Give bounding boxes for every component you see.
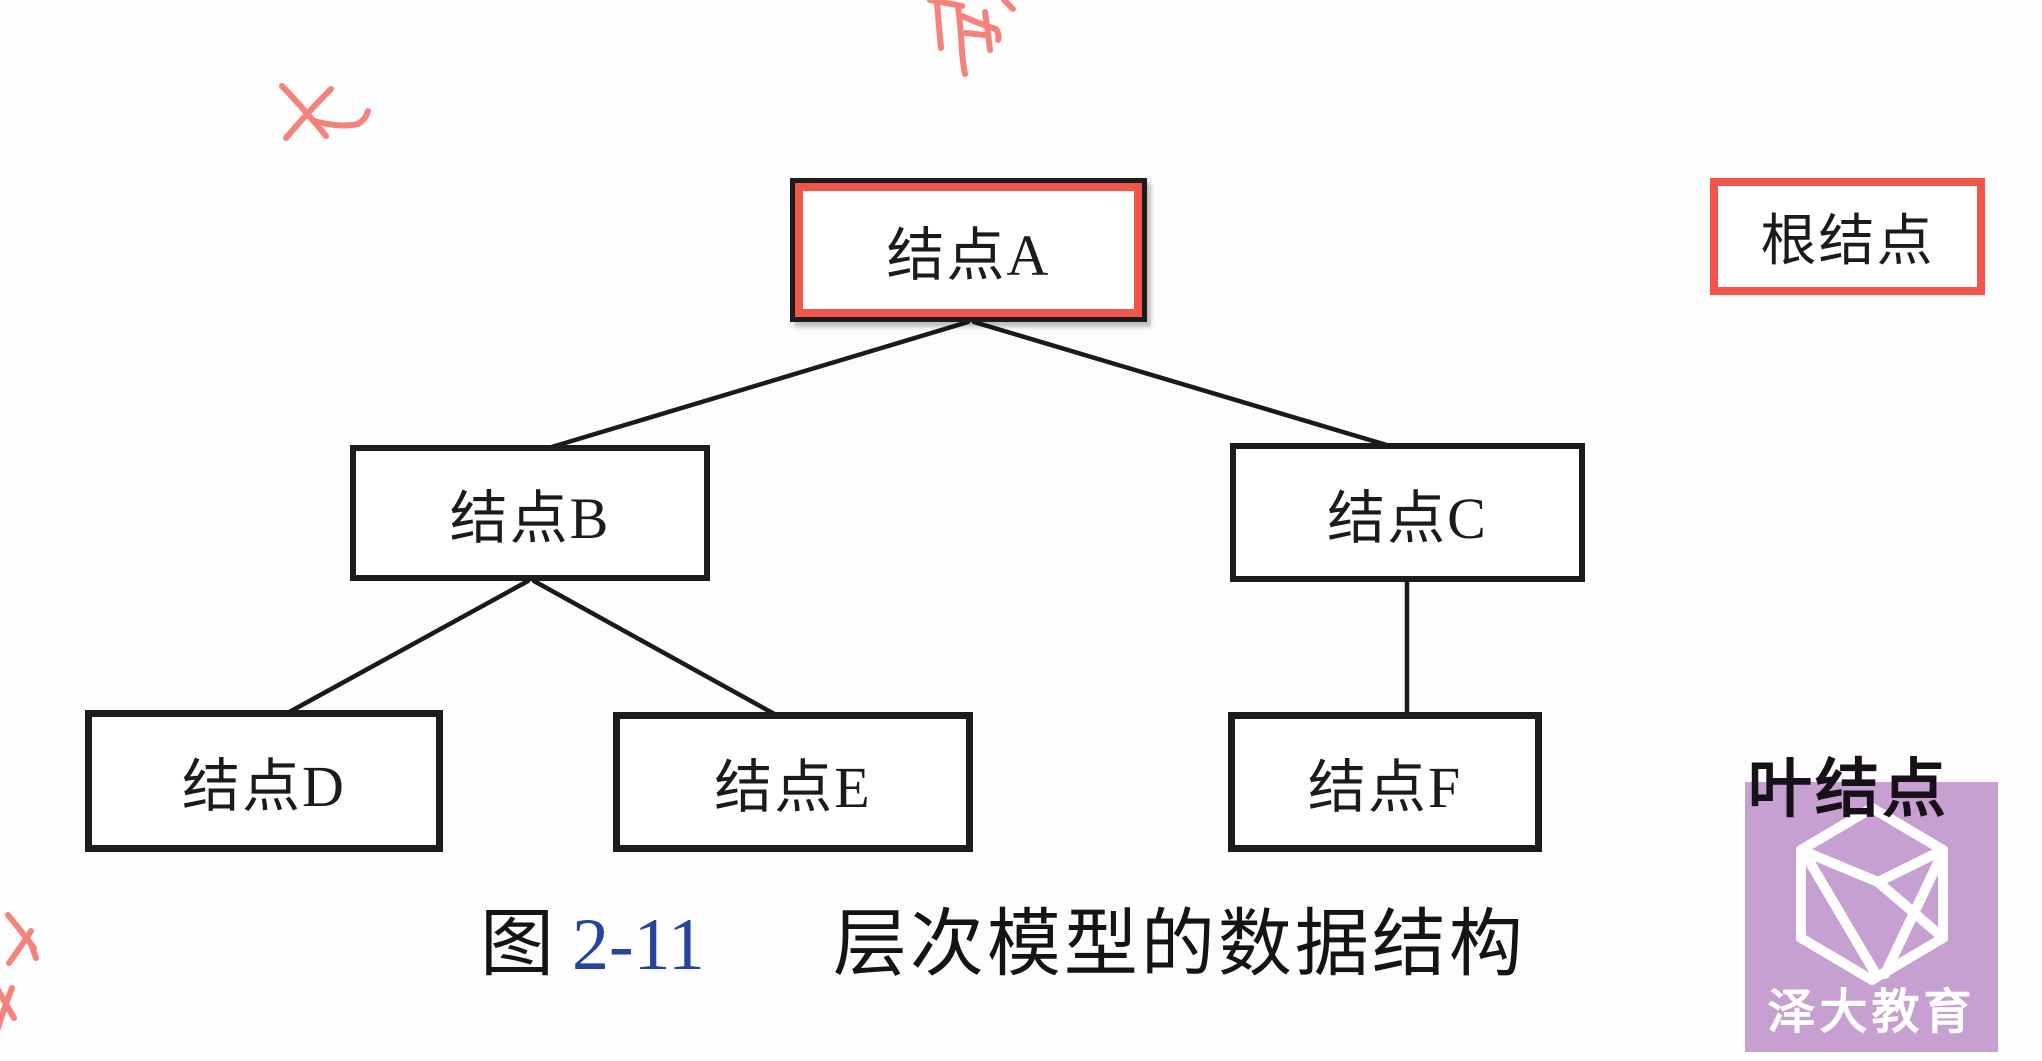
node-e-label: 结点E — [714, 755, 872, 820]
node-d: 结点D — [85, 710, 443, 852]
node-f: 结点F — [1228, 712, 1542, 852]
edge-b-e — [531, 578, 781, 719]
leaf-node-annotation: 叶结点 — [1748, 754, 1949, 825]
figure-caption: 图 2-11 层次模型的数据结构 — [480, 905, 1526, 985]
red-x-mark-bottom-left-1 — [5, 912, 39, 966]
node-a-label: 结点A — [886, 223, 1051, 288]
node-b: 结点B — [350, 445, 710, 581]
red-x-mark-top-left — [279, 83, 371, 141]
node-d-label: 结点D — [182, 754, 346, 819]
cube-icon — [1796, 803, 1948, 985]
caption-title: 层次模型的数据结构 — [832, 902, 1526, 985]
caption-figure-word: 图 — [480, 904, 554, 986]
root-node-annotation-label: 根结点 — [1760, 211, 1935, 273]
node-c-label: 结点C — [1327, 485, 1488, 551]
edge-a-b — [542, 319, 971, 452]
edge-a-c — [971, 319, 1393, 449]
edge-b-d — [279, 578, 531, 719]
red-x-mark-bottom-left-2 — [0, 985, 17, 1031]
red-scribble-top-center — [927, 0, 1016, 77]
logo-wordmark: 泽大教育 — [1767, 986, 1976, 1039]
caption-figure-number: 2-11 — [572, 904, 705, 986]
node-f-label: 结点F — [1307, 755, 1463, 820]
node-b-label: 结点B — [449, 486, 611, 551]
watermark-logo: 泽大教育 — [1745, 782, 1998, 1052]
root-node-annotation: 根结点 — [1710, 178, 1985, 295]
node-e: 结点E — [613, 712, 973, 852]
node-a: 结点A — [790, 178, 1147, 322]
node-c: 结点C — [1230, 443, 1585, 582]
